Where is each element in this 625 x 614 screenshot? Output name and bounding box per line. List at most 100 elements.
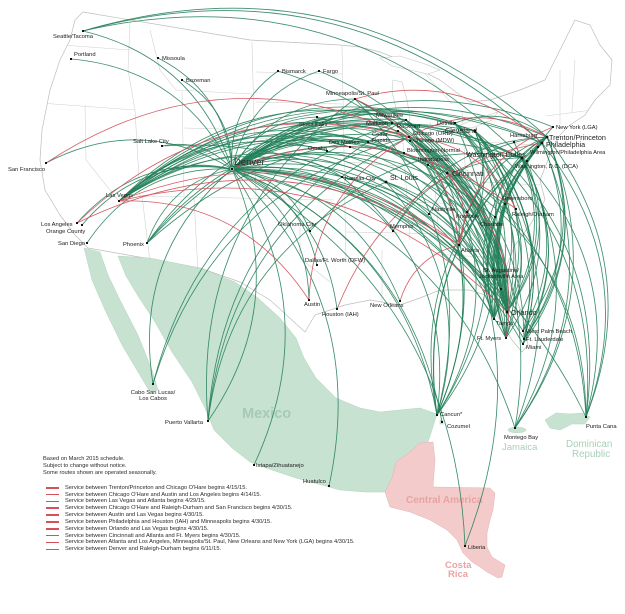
new-service-legend: Service between Trenton/Princeton and Ch… [46, 484, 355, 552]
route-mco-gso [504, 203, 522, 313]
city-label-line: Rapids [372, 138, 390, 144]
route-den-phl [231, 111, 543, 170]
city-san: San Diego [58, 241, 88, 247]
city-label: Minneapolis/St. Paul [326, 91, 379, 97]
city-marker-icon [81, 224, 83, 226]
city-marker-icon [552, 126, 554, 128]
city-marker-icon [181, 79, 183, 81]
route-las-aus [118, 200, 310, 301]
legend-item: Service between Las Vegas and Atlanta be… [46, 498, 355, 505]
city-marker-icon [336, 308, 338, 310]
legend-item: Service between Cincinnati and Atlanta a… [46, 532, 355, 539]
city-marker-icon [464, 545, 466, 547]
city-rsw: Ft. Myers [477, 336, 507, 342]
red-line-swatch-icon [46, 548, 59, 551]
route-den-mbj [231, 168, 516, 429]
red-line-swatch-icon [46, 521, 59, 523]
route-atl-lax [76, 179, 460, 246]
route-den-rfd [231, 122, 399, 170]
city-mci: Kansas City [341, 176, 376, 182]
city-label: Cleveland [445, 126, 477, 135]
city-marker-icon [70, 58, 72, 60]
city-label: Miami [526, 345, 541, 351]
lake-superior [379, 55, 441, 75]
city-label: Liberia [468, 545, 486, 551]
route-ord-puj [408, 136, 587, 418]
city-label: Milwaukee [376, 113, 403, 119]
city-marker-icon [514, 427, 516, 429]
note-schedule: Based on March 2015 schedule. [43, 455, 125, 462]
route-fll-phl [523, 142, 562, 340]
city-label-line: Jacksonville Area [479, 274, 525, 280]
city-dfw: Dallas/Ft. Worth (DFW) [305, 258, 365, 266]
city-label: Kansas City [345, 176, 376, 182]
city-label: Tampa [496, 321, 514, 327]
city-marker-icon [403, 152, 405, 154]
city-cle: Cleveland [445, 126, 477, 135]
city-label: Atlanta [461, 248, 480, 254]
jamaica-label: Jamaica [502, 442, 538, 453]
city-label: Bismarck [282, 69, 306, 75]
route-phl-iah [336, 142, 543, 310]
city-far: Fargo [318, 69, 338, 75]
city-label: Harrisburg [510, 133, 537, 139]
legend-item: Service between Philadelphia and Houston… [46, 519, 355, 526]
legend-item-label: Service between Orlando and Las Vegas be… [65, 525, 209, 532]
city-label: St. Louis [390, 173, 418, 182]
city-marker-icon [316, 264, 318, 266]
city-marker-icon [118, 200, 120, 202]
city-marker-icon [441, 421, 443, 423]
route-iad-las [118, 120, 523, 202]
city-label-line: St. Augustine/ [483, 268, 519, 274]
city-label: Salt Lake City [133, 139, 169, 145]
city-marker-icon [585, 416, 587, 418]
route-sea-ttn [82, 7, 548, 138]
city-rdu: Raleigh/Durham [512, 208, 554, 218]
city-label: Missoula [162, 56, 186, 62]
city-marker-icon [520, 156, 524, 160]
city-lax: Los Angeles [41, 222, 78, 228]
city-marker-icon [45, 162, 47, 164]
route-las-mci [118, 156, 343, 202]
route-cvg-atl [446, 172, 465, 246]
city-pvr: Puerto Vallarta [165, 420, 209, 426]
city-marker-icon [399, 300, 401, 302]
city-label: Cancun* [440, 412, 463, 418]
route-mco-cle [474, 130, 520, 313]
city-label: Chicago (MDW) [413, 138, 454, 144]
city-label: Orlando [511, 308, 537, 317]
city-pbi: West Palm Beach [522, 329, 572, 335]
legend-item: Service between Trenton/Princeton and Ch… [46, 484, 355, 491]
city-label: Orange County [46, 229, 85, 235]
city-marker-icon [328, 485, 330, 487]
route-mke-sjd [152, 119, 407, 385]
city-aus: Austin [304, 299, 320, 308]
route-cvg-cun [436, 172, 477, 416]
cities: Seattle/TacomaPortlandMissoulaBozemanBis… [8, 30, 617, 551]
route-den-puj [231, 168, 587, 418]
city-marker-icon [526, 160, 528, 162]
city-label: Phoenix [123, 242, 144, 248]
route-atl-msp [354, 98, 460, 246]
city-label: Bozeman [186, 78, 211, 84]
city-gso: Greensboro [502, 196, 533, 205]
city-cvg: Cincinnati [445, 169, 484, 178]
route-den-bna [231, 158, 430, 215]
legend-item-label: Service between Chicago O'Hare and Ralei… [65, 505, 293, 512]
route-den-sfo [45, 139, 233, 170]
dominican-republic-label-line1: Dominican [566, 439, 612, 450]
city-dtw: Detroit [437, 121, 456, 127]
red-line-swatch-icon [46, 534, 59, 537]
route-ttn-mem [392, 136, 548, 232]
city-label: Nashville [432, 207, 456, 213]
city-marker-icon [405, 119, 407, 121]
route-dtw-puj [454, 122, 589, 418]
city-mco: Orlando [505, 308, 537, 317]
route-cle-puj [474, 130, 591, 418]
city-mso: Missoula [157, 56, 186, 62]
city-marker-icon [505, 310, 509, 314]
route-ord-lax [76, 123, 410, 224]
city-marker-icon [523, 338, 525, 340]
city-bzn: Bozeman [181, 78, 211, 84]
